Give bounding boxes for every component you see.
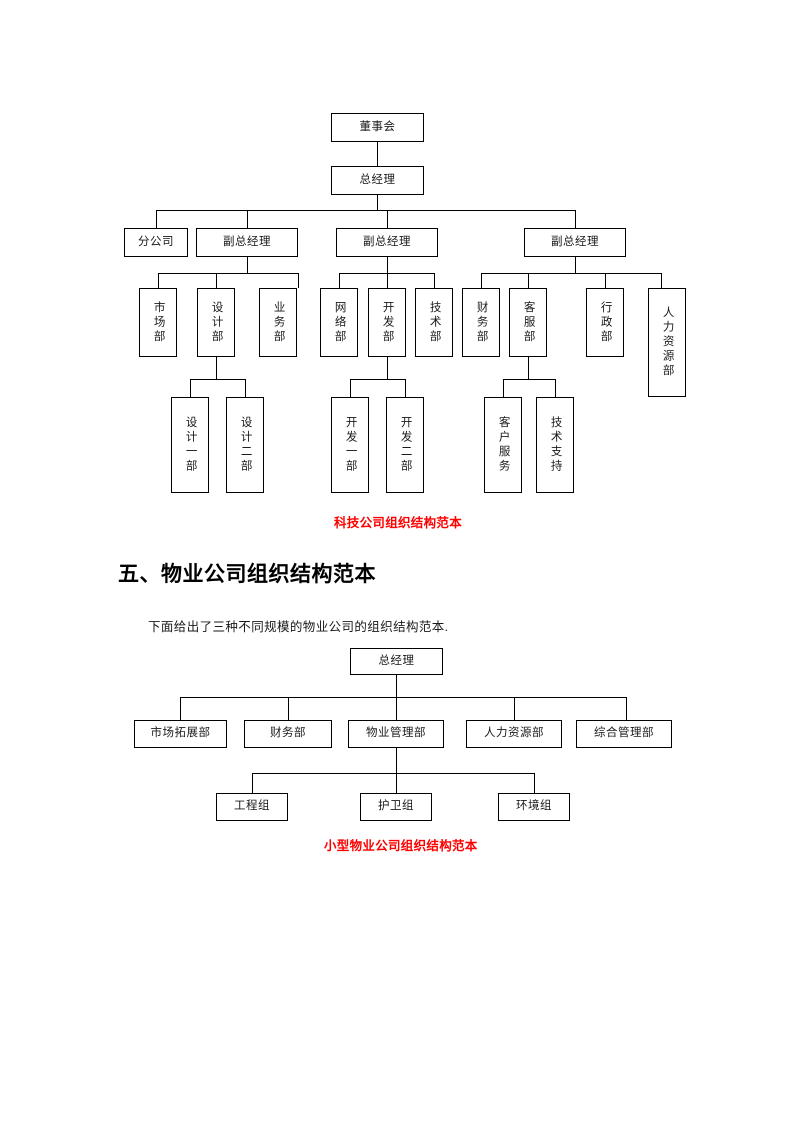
node-board-of-directors: 董事会	[331, 113, 424, 142]
connector-level3-bus	[156, 210, 576, 211]
connector-property-bus	[180, 697, 626, 698]
node-develop-division-2: 开发二部	[386, 397, 424, 493]
node-business-dept: 业务部	[259, 288, 297, 357]
connector-to-design-2	[245, 379, 246, 397]
connector-service-dept-drop	[528, 357, 529, 379]
connector-to-tech-support	[555, 379, 556, 397]
connector-property-gm-drop	[396, 675, 397, 697]
connector-service-bus	[503, 379, 555, 380]
node-guard-team: 护卫组	[360, 793, 432, 821]
connector-to-network-dept	[339, 273, 340, 288]
connector-deputy3-bus	[481, 273, 661, 274]
connector-deputy2-bus	[339, 273, 434, 274]
section-body-paragraph: 下面给出了三种不同规模的物业公司的组织结构范本.	[148, 620, 449, 634]
node-customer-service-team: 客户服务	[484, 397, 522, 493]
connector-to-admin-dept	[605, 273, 606, 288]
connector-to-service-dept	[528, 273, 529, 288]
node-property-management-dept: 物业管理部	[348, 720, 444, 748]
node-finance-dept: 财务部	[462, 288, 500, 357]
connector-to-guard-team	[396, 773, 397, 793]
connector-to-deputy3	[575, 210, 576, 228]
connector-to-deputy2	[387, 210, 388, 228]
node-deputy-gm-2: 副总经理	[336, 228, 438, 257]
connector-to-finance	[288, 697, 289, 720]
node-administration-dept: 行政部	[586, 288, 624, 357]
node-general-manager: 总经理	[331, 166, 424, 195]
node-develop-dept: 开发部	[368, 288, 406, 357]
connector-deputy1-drop	[247, 257, 248, 273]
connector-to-design-dept	[216, 273, 217, 288]
connector-gm-drop	[377, 195, 378, 210]
connector-to-develop-dept	[387, 273, 388, 288]
connector-to-engineering-team	[252, 773, 253, 793]
node-tech-dept: 技术部	[415, 288, 453, 357]
connector-deputy2-drop	[387, 257, 388, 273]
connector-property-mgmt-drop	[396, 748, 397, 773]
connector-to-branch	[156, 210, 157, 228]
connector-to-environment-team	[534, 773, 535, 793]
connector-to-hr-dept	[661, 273, 662, 288]
connector-to-business-dept	[298, 273, 299, 288]
connector-to-general-mgmt	[626, 697, 627, 720]
node-design-dept: 设计部	[197, 288, 235, 357]
connector-design-dept-drop	[216, 357, 217, 379]
property-chart-caption: 小型物业公司组织结构范本	[324, 839, 478, 853]
node-branch-company: 分公司	[124, 228, 188, 257]
connector-deputy1-bus	[158, 273, 298, 274]
connector-to-develop-2	[405, 379, 406, 397]
node-property-hr-dept: 人力资源部	[466, 720, 562, 748]
connector-board-to-gm	[377, 142, 378, 166]
connector-to-deputy1	[247, 210, 248, 228]
connector-to-design-1	[190, 379, 191, 397]
connector-to-property-mgmt	[396, 697, 397, 720]
connector-develop-dept-drop	[387, 357, 388, 379]
node-develop-division-1: 开发一部	[331, 397, 369, 493]
node-design-division-2: 设计二部	[226, 397, 264, 493]
node-design-division-1: 设计一部	[171, 397, 209, 493]
connector-to-hr	[514, 697, 515, 720]
node-general-management-dept: 综合管理部	[576, 720, 672, 748]
node-tech-support-team: 技术支持	[536, 397, 574, 493]
page-section-heading: 五、物业公司组织结构范本	[118, 562, 376, 586]
connector-to-market-expand	[180, 697, 181, 720]
connector-develop-bus	[350, 379, 405, 380]
connector-deputy3-drop	[575, 257, 576, 273]
node-network-dept: 网络部	[320, 288, 358, 357]
connector-to-market-dept	[158, 273, 159, 288]
node-property-general-manager: 总经理	[350, 648, 443, 675]
node-market-expansion-dept: 市场拓展部	[134, 720, 227, 748]
connector-to-customer-service	[503, 379, 504, 397]
node-customer-service-dept: 客服部	[509, 288, 547, 357]
node-market-dept: 市场部	[139, 288, 177, 357]
node-property-finance-dept: 财务部	[244, 720, 332, 748]
connector-to-develop-1	[350, 379, 351, 397]
node-deputy-gm-3: 副总经理	[524, 228, 626, 257]
connector-to-tech-dept	[434, 273, 435, 288]
connector-design-bus	[190, 379, 245, 380]
connector-to-finance-dept	[481, 273, 482, 288]
node-environment-team: 环境组	[498, 793, 570, 821]
tech-chart-caption: 科技公司组织结构范本	[334, 516, 463, 530]
connector-teams-bus	[252, 773, 534, 774]
node-engineering-team: 工程组	[216, 793, 288, 821]
node-hr-dept: 人力资源部	[648, 288, 686, 397]
node-deputy-gm-1: 副总经理	[196, 228, 298, 257]
